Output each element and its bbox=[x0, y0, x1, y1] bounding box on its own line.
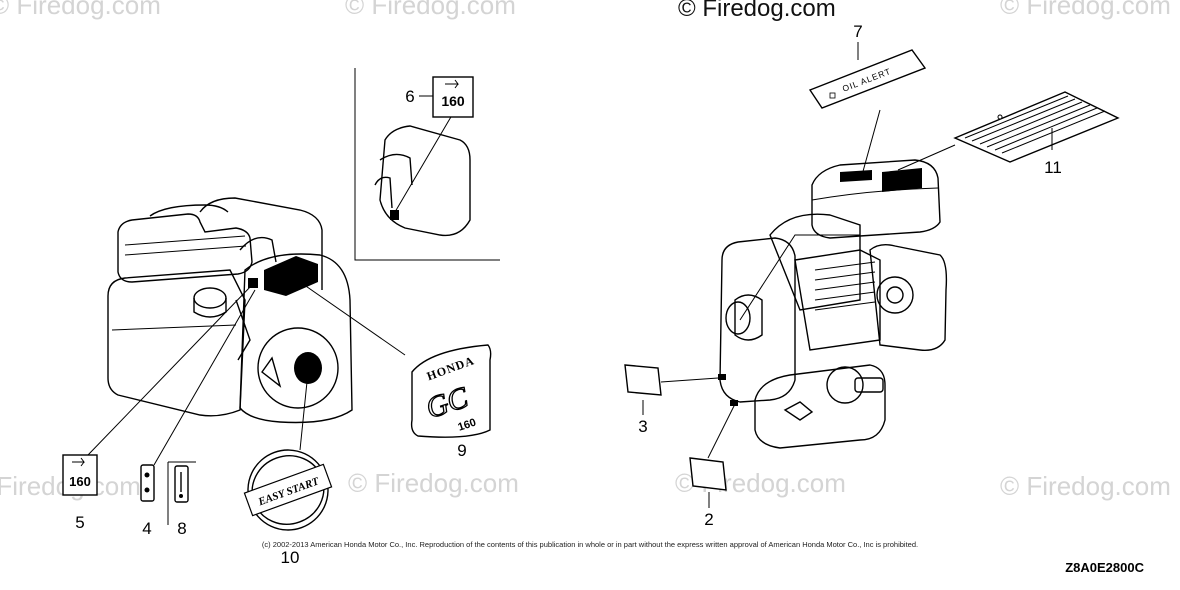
oil-alert-label: OIL ALERT bbox=[808, 49, 927, 109]
engine-mark bbox=[718, 374, 726, 380]
callout-11: 11 bbox=[1044, 158, 1062, 177]
label-160-bottom: 160 bbox=[62, 454, 98, 496]
watermark: © Firedog.com bbox=[1000, 0, 1171, 20]
recoil-starter bbox=[257, 327, 339, 409]
copyright-notice: (c) 2002-2013 American Honda Motor Co., … bbox=[261, 540, 919, 549]
engine-shroud bbox=[719, 237, 796, 403]
air-cleaner-cover bbox=[811, 159, 941, 239]
watermarks: © Firedog.com © Firedog.com © Firedog.co… bbox=[0, 0, 1171, 501]
engine-mark bbox=[730, 400, 738, 406]
inset-engine-part bbox=[379, 125, 471, 237]
callout-10: 10 bbox=[281, 548, 300, 567]
inset-label-mark bbox=[390, 210, 399, 220]
honda-gc-label: HONDA GC 160 bbox=[410, 344, 492, 438]
tag-part-8 bbox=[167, 461, 196, 525]
callout-4: 4 bbox=[142, 519, 151, 538]
label-part-3 bbox=[624, 364, 662, 396]
callout-3: 3 bbox=[638, 417, 647, 436]
watermark-dark: © Firedog.com bbox=[678, 0, 836, 22]
engine-model-label bbox=[264, 256, 318, 296]
callout-6: 6 bbox=[405, 87, 414, 106]
cover-label-slot bbox=[882, 168, 922, 192]
detail-inset bbox=[354, 68, 500, 261]
right-engine bbox=[718, 159, 948, 449]
inset-frame bbox=[354, 68, 500, 261]
callout-8: 8 bbox=[177, 519, 186, 538]
engine-block bbox=[107, 269, 246, 417]
easy-start-emblem: EASY START bbox=[243, 449, 333, 531]
callout-2: 2 bbox=[704, 510, 713, 529]
cover-label-slot bbox=[840, 170, 872, 182]
cylinder bbox=[794, 249, 881, 351]
starter-hub bbox=[294, 352, 322, 384]
label-part-2 bbox=[689, 457, 727, 491]
crankshaft bbox=[854, 377, 884, 393]
diagram-code: Z8A0E2800C bbox=[1065, 560, 1144, 575]
svg-text:160: 160 bbox=[441, 93, 465, 109]
fuel-tank bbox=[117, 213, 253, 283]
callout-7: 7 bbox=[853, 22, 862, 41]
carburetor bbox=[869, 243, 948, 351]
callout-9: 9 bbox=[457, 441, 466, 460]
callout-numbers: 2 3 4 5 6 7 8 9 10 11 bbox=[75, 22, 1062, 567]
long-label bbox=[953, 91, 1120, 163]
top-cover bbox=[199, 197, 323, 290]
watermark: © Firedog.com bbox=[1000, 471, 1171, 501]
fan-cover bbox=[239, 253, 353, 424]
svg-text:160: 160 bbox=[456, 417, 477, 434]
tag-part-4 bbox=[140, 464, 155, 502]
left-engine bbox=[107, 197, 353, 424]
callout-5: 5 bbox=[75, 513, 84, 532]
engine-mark bbox=[248, 278, 258, 288]
watermark: © Firedog.com bbox=[0, 0, 161, 20]
oil-cap bbox=[193, 287, 227, 309]
watermark: © Firedog.com bbox=[348, 468, 519, 498]
crankcase bbox=[754, 364, 886, 449]
watermark: © Firedog.com bbox=[345, 0, 516, 20]
label-160-inset: 160 bbox=[432, 76, 474, 118]
svg-text:160: 160 bbox=[69, 474, 91, 489]
